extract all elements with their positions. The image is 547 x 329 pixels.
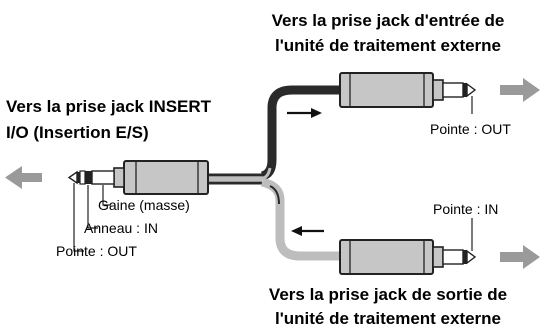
signal-arrow-in (291, 226, 324, 236)
lower-right-direction-arrow (500, 245, 540, 269)
insert-title-line2: I/O (Insertion E/S) (6, 123, 149, 142)
tip-out-top-label: Pointe : OUT (430, 121, 511, 137)
output-jack-title-line2: l'unité de traitement externe (275, 309, 501, 328)
ts-plug-lower (339, 239, 477, 275)
ring-in-label: Anneau : IN (84, 220, 158, 236)
tip-in-label: Pointe : IN (433, 201, 498, 217)
cable-harness (207, 85, 340, 261)
left-plug-leader-lines (73, 183, 111, 252)
input-jack-title-line1: Vers la prise jack d'entrée de (272, 11, 505, 30)
insert-title-line1: Vers la prise jack INSERT (6, 97, 212, 116)
tip-out-left-label: Pointe : OUT (56, 243, 137, 259)
upper-right-direction-arrow (500, 78, 540, 102)
ts-plug-upper (339, 72, 477, 108)
input-jack-title-line2: l'unité de traitement externe (275, 36, 501, 55)
output-jack-title-line1: Vers la prise jack de sortie de (269, 285, 507, 304)
left-direction-arrow (5, 166, 42, 189)
sleeve-label: Gaine (masse) (98, 197, 190, 213)
signal-arrow-out (287, 108, 322, 118)
trs-plug (67, 160, 209, 195)
